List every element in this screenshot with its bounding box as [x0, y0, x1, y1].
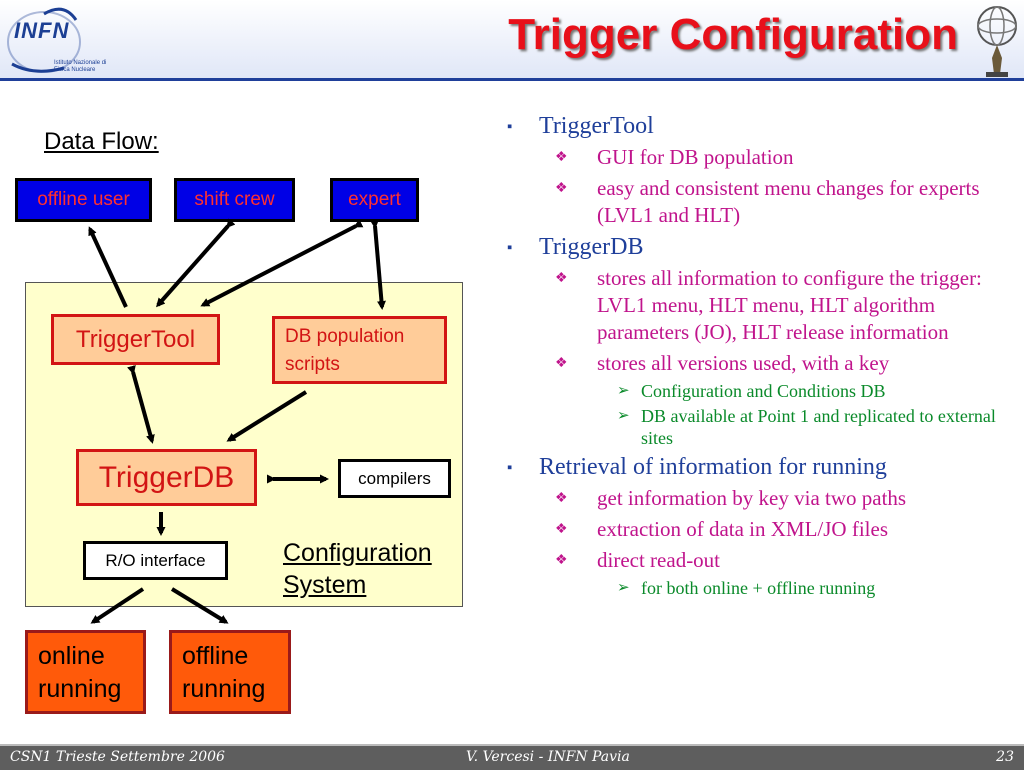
bullet-text: Configuration and Conditions DB — [641, 381, 886, 401]
bullet-marker-icon: ❖ — [555, 491, 568, 506]
offline-user-box: offline user — [15, 178, 152, 222]
arrow-expert-triggertool — [200, 219, 364, 307]
arrow-ro-online — [90, 587, 145, 624]
bullet-marker-icon: ❖ — [555, 553, 568, 568]
arrow-triggertool-triggerdb — [127, 365, 155, 444]
bullet-level-3: ➢ DB available at Point 1 and replicated … — [505, 405, 1005, 449]
bullet-level-2: ❖ stores all versions used, with a key — [505, 350, 1005, 377]
footer-page-number: 23 — [996, 749, 1014, 765]
bullet-marker-icon: ➢ — [617, 408, 630, 424]
arrow-triggertool-offline-user — [88, 226, 128, 308]
bullet-text: stores all versions used, with a key — [597, 351, 890, 375]
arrow-expert-dbscripts — [370, 219, 386, 310]
arrow-dbscripts-triggerdb — [226, 390, 308, 442]
arrow-triggertool-shift-crew — [156, 218, 236, 308]
infn-logo: INFN Istituto Nazionale di Fisica Nuclea… — [4, 4, 114, 78]
offline-running-box: offline running — [169, 630, 291, 714]
triggertool-box: TriggerTool — [51, 314, 220, 365]
bullet-text: extraction of data in XML/JO files — [597, 517, 889, 541]
bullet-level-1: ▪ TriggerTool — [505, 112, 1005, 140]
bullet-marker-icon: ▪ — [507, 240, 513, 256]
bullet-marker-icon: ❖ — [555, 181, 568, 196]
bullet-text: get information by key via two paths — [597, 486, 907, 510]
db-population-box: DB population scripts — [272, 316, 447, 384]
bullet-text: stores all information to configure the … — [597, 266, 982, 344]
bullet-level-2: ❖ get information by key via two paths — [505, 485, 1005, 512]
bullet-level-2: ❖ extraction of data in XML/JO files — [505, 516, 1005, 543]
bullet-text: TriggerTool — [539, 113, 654, 139]
triggerdb-box: TriggerDB — [76, 449, 257, 506]
bullet-level-1: ▪ TriggerDB — [505, 233, 1005, 261]
bullet-marker-icon: ❖ — [555, 356, 568, 371]
bullet-list: ▪ TriggerTool ❖ GUI for DB population ❖ easy … — [505, 108, 1005, 599]
expert-box: expert — [330, 178, 419, 222]
bullet-level-1: ▪ Retrieval of information for running — [505, 453, 1005, 481]
bullet-marker-icon: ▪ — [507, 119, 513, 135]
bullet-level-2: ❖ stores all information to configure the… — [505, 265, 1005, 346]
bullet-text: GUI for DB population — [597, 145, 794, 169]
bullet-level-3: ➢ Configuration and Conditions DB — [505, 380, 1005, 402]
bullet-text: Retrieval of information for running — [539, 454, 887, 480]
slide-footer: CSN1 Trieste Settembre 2006 V. Vercesi -… — [0, 744, 1024, 770]
bullet-text: DB available at Point 1 and replicated t… — [641, 406, 996, 448]
footer-center: V. Vercesi - INFN Pavia — [466, 749, 630, 765]
logo-subtext: Istituto Nazionale di Fisica Nucleare — [54, 60, 107, 73]
bullet-marker-icon: ❖ — [555, 150, 568, 165]
atlas-figure-icon — [977, 6, 1017, 77]
bullet-marker-icon: ▪ — [507, 460, 513, 476]
bullet-level-2: ❖ easy and consistent menu changes for ex… — [505, 175, 1005, 229]
bullet-text: direct read-out — [597, 548, 721, 572]
logo-text: INFN — [14, 18, 70, 43]
ro-interface-box: R/O interface — [83, 541, 228, 580]
bullet-text: easy and consistent menu changes for exp… — [597, 176, 980, 227]
dataflow-label: Data Flow: — [44, 128, 159, 155]
compilers-box: compilers — [338, 459, 451, 498]
bullet-marker-icon: ❖ — [555, 271, 568, 286]
bullet-marker-icon: ❖ — [555, 522, 568, 537]
bullet-marker-icon: ➢ — [617, 383, 630, 399]
infn-logo-swoosh-icon — [7, 7, 81, 73]
bullet-text: for both online + offline running — [641, 578, 876, 598]
configuration-system-label: Configuration System — [283, 539, 432, 599]
bullet-level-3: ➢ for both online + offline running — [505, 577, 1005, 599]
footer-left: CSN1 Trieste Settembre 2006 — [10, 749, 225, 765]
header-divider — [0, 78, 1024, 81]
slide-header: INFN Istituto Nazionale di Fisica Nuclea… — [0, 0, 1024, 80]
online-running-box: online running — [25, 630, 146, 714]
bullet-text: TriggerDB — [539, 234, 644, 260]
bullet-marker-icon: ➢ — [617, 580, 630, 596]
arrow-ro-offline — [170, 587, 229, 624]
bullet-level-2: ❖ direct read-out — [505, 547, 1005, 574]
bullet-level-2: ❖ GUI for DB population — [505, 144, 1005, 171]
slide-title: Trigger Configuration — [508, 10, 958, 59]
